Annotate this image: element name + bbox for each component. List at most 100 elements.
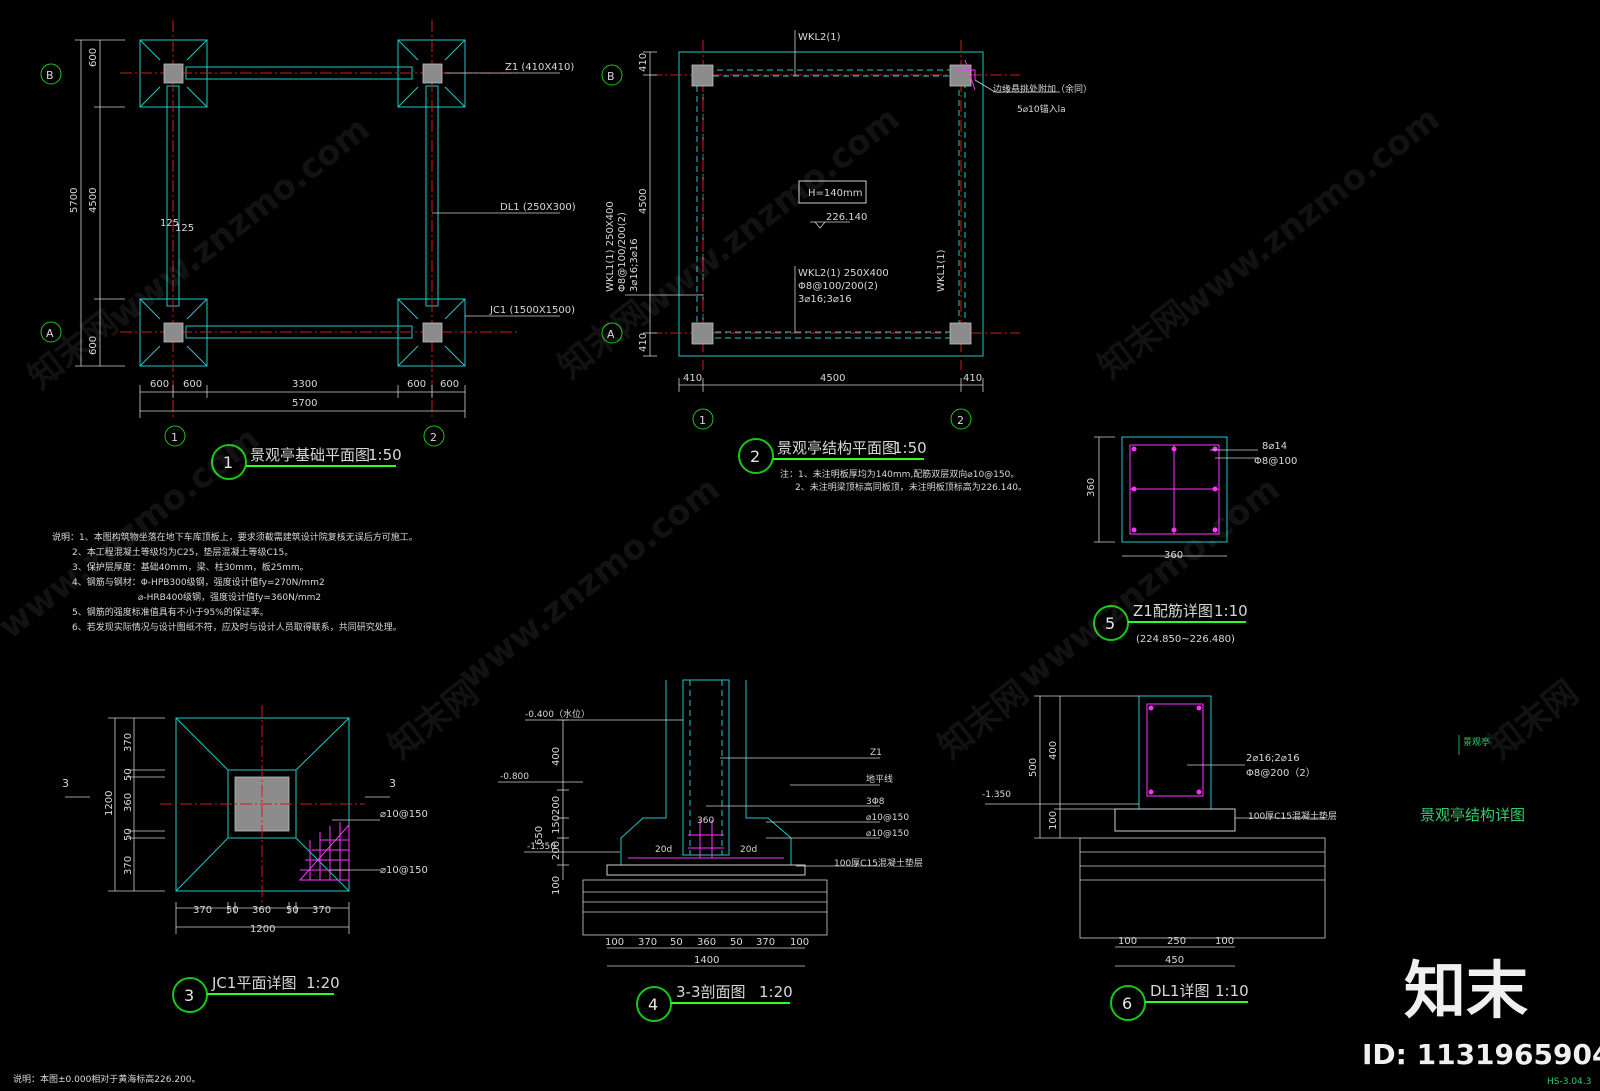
z1-main-bars: 8⌀14 <box>1262 441 1287 452</box>
note-1: 说明：1、本图构筑物坐落在地下车库顶板上，要求须截需建筑设计院复核无误后方可施工… <box>52 531 418 543</box>
dim-b3: 3300 <box>292 379 317 390</box>
corner-note-1: 边缘悬挑处附加（余同） <box>993 83 1092 95</box>
note-4b: ⌀-HRB400级钢，强度设计值fy=360N/mm2 <box>138 591 321 603</box>
scale-5: 1:10 <box>1214 602 1248 620</box>
dim3-l4: 50 <box>123 828 134 841</box>
label-wkl2-mid-2: Φ8@100/200(2) <box>798 281 878 292</box>
dim-total: 5700 <box>292 398 317 409</box>
dim6-l1: 500 <box>1028 758 1039 777</box>
level-0800: -0.800 <box>500 772 529 782</box>
dim2-b1: 410 <box>683 373 702 384</box>
watermark-11: www.znzmo.com <box>1011 469 1287 697</box>
dim3-l-total: 1200 <box>104 791 115 816</box>
label-wkl1-right: WKL1(1) <box>936 249 947 292</box>
label-wkl2-mid-3: 3⌀16;3⌀16 <box>798 294 852 305</box>
dim4-l1: 400 <box>551 747 562 766</box>
dim-b5: 600 <box>440 379 459 390</box>
axis2-b: B <box>607 70 615 83</box>
label-jc1: JC1 (1500X1500) <box>489 305 575 316</box>
title-num-1: 1 <box>223 453 233 472</box>
title-num-4: 4 <box>648 995 658 1014</box>
axis-a: A <box>46 327 54 340</box>
dim3-b4: 50 <box>286 905 299 916</box>
dl1-stirrups: Φ8@200（2） <box>1246 767 1316 779</box>
dim3-l2: 50 <box>123 768 134 781</box>
structural-note-2: 2、未注明梁顶标高同板顶，未注明板顶标高为226.140。 <box>795 481 1027 493</box>
dim4-b1: 100 <box>605 937 624 948</box>
dim-b2: 600 <box>183 379 202 390</box>
dim4-b3: 50 <box>670 937 683 948</box>
note-5: 5、钢筋的强度标准值具有不小于95%的保证率。 <box>72 606 269 618</box>
label-cushion: 100厚C15混凝土垫层 <box>834 857 923 869</box>
title-num-3: 3 <box>184 986 194 1005</box>
label-dl1: DL1 (250X300) <box>500 202 576 213</box>
dim4-b5: 50 <box>730 937 743 948</box>
slab-thickness: H=140mm <box>808 188 862 199</box>
dim2-b3: 410 <box>963 373 982 384</box>
dim6-b1: 100 <box>1118 936 1137 947</box>
dim4-total: 1400 <box>694 955 719 966</box>
dim3-l1: 370 <box>123 733 134 752</box>
dim4-l5: 200 <box>551 841 562 860</box>
dim-b1: 600 <box>150 379 169 390</box>
axis-b: B <box>46 69 54 82</box>
title-3: JC1平面详图 <box>211 974 296 992</box>
dim4-b2: 370 <box>638 937 657 948</box>
axis2-a: A <box>607 328 615 341</box>
scale-6: 1:10 <box>1215 982 1249 1000</box>
label-wkl2-top: WKL2(1) <box>798 32 841 43</box>
title-2: 景观亭结构平面图 <box>777 439 897 457</box>
dl1-soil-hatch <box>1079 837 1326 939</box>
title-6: DL1详图 <box>1150 982 1209 1000</box>
label-20d-b: 20d <box>740 845 757 855</box>
dim3-b2: 50 <box>226 905 239 916</box>
axis2-2: 2 <box>957 414 964 427</box>
title-num-6: 6 <box>1122 994 1132 1013</box>
label-3phi8: 3Φ8 <box>866 797 885 807</box>
scale-1: 1:50 <box>368 446 402 464</box>
label-wkl1-left-2: Φ8@100/200(2) <box>617 212 628 292</box>
scale-4: 1:20 <box>759 983 793 1001</box>
label-rebar-2: ⌀10@150 <box>866 829 909 839</box>
dim-l-total: 5700 <box>69 188 80 213</box>
dim3-l5: 370 <box>123 856 134 875</box>
drawing-5-z1-detail: 8⌀14 Φ8@100 360 360 5 Z1配筋详图 1:10 (224.8… <box>1086 436 1297 645</box>
title-4: 3-3剖面图 <box>676 983 746 1001</box>
watermark-9: www.znzmo.com <box>451 469 727 697</box>
title-num-2: 2 <box>750 447 760 466</box>
watermark-layer: 知末网 www.znzmo.com 知末网 www.znzmo.com 知末网 … <box>0 99 1586 767</box>
drawing-2-structural-plan: H=140mm 226.140 WKL2(1) WKL2(1) 250X400 … <box>601 30 1092 493</box>
scale-3: 1:20 <box>306 974 340 992</box>
section-3-left: 3 <box>62 777 69 790</box>
jc1-rebar-2: ⌀10@150 <box>380 865 428 876</box>
dim6-b3: 100 <box>1215 936 1234 947</box>
dim5-w: 360 <box>1164 550 1183 561</box>
axis-2: 2 <box>430 431 437 444</box>
label-rebar-1: ⌀10@150 <box>866 813 909 823</box>
drawing-6-dl1-detail: 2⌀16;2⌀16 Φ8@200（2） 100厚C15混凝土垫层 -1.350 … <box>982 695 1337 1021</box>
dl1-main-bars: 2⌀16;2⌀16 <box>1246 753 1300 764</box>
sheet-small-label: 景观亭 <box>1463 736 1490 748</box>
brand-logo: 知末 <box>1404 954 1528 1027</box>
dl1-level: -1.350 <box>982 790 1011 800</box>
dim4-l3: 150 <box>551 815 562 834</box>
image-id: ID: 1131965904 <box>1362 1038 1600 1071</box>
title-num-5: 5 <box>1105 614 1115 633</box>
level-water: -0.400（水位） <box>525 708 590 720</box>
dim4-l4: 650 <box>534 826 545 845</box>
watermark-12: 知末网 <box>1481 673 1586 767</box>
dim4-b4: 360 <box>697 937 716 948</box>
section-3-right: 3 <box>389 777 396 790</box>
dim3-b1: 370 <box>193 905 212 916</box>
drawing-1-foundation-plan: Z1 (410X410) DL1 (250X300) JC1 (1500X150… <box>40 20 576 480</box>
dim5-h: 360 <box>1086 478 1097 497</box>
dim6-b2: 250 <box>1167 936 1186 947</box>
dim2-l1: 410 <box>638 53 649 72</box>
dim4-l6: 100 <box>551 876 562 895</box>
note-2: 2、本工程混凝土等级均为C25，垫层混凝土等级C15。 <box>72 546 293 558</box>
dim3-b3: 360 <box>252 905 271 916</box>
label-wkl2-mid-1: WKL2(1) 250X400 <box>798 268 889 279</box>
jc1-rebar-1: ⌀10@150 <box>380 809 428 820</box>
dim2-l3: 410 <box>638 333 649 352</box>
